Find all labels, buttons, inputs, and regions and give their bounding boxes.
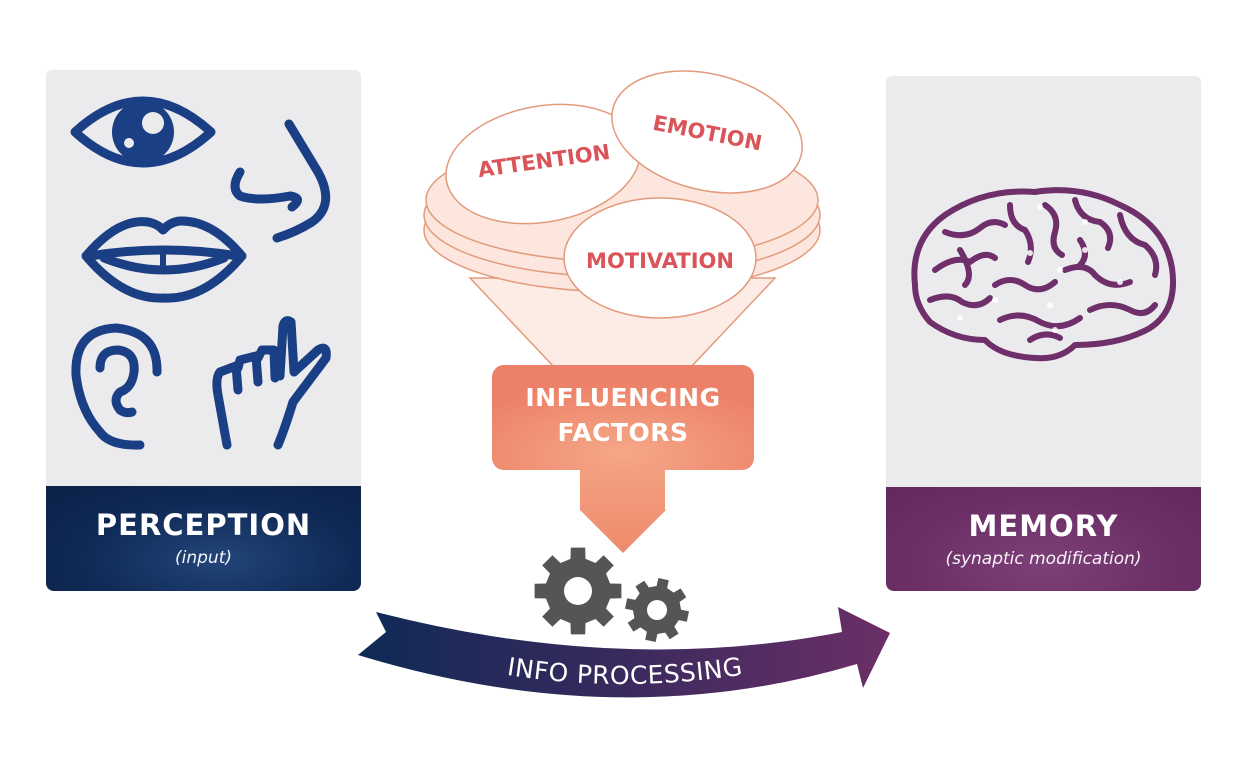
memory-subtitle: (synaptic modification) — [945, 549, 1142, 569]
info-processing-arrow: INFO PROCESSING — [358, 607, 890, 698]
memory-title: MEMORY — [968, 509, 1119, 543]
gear-hole — [564, 577, 592, 605]
factor-attention: ATTENTION — [445, 103, 641, 225]
influencing-factors-line2: FACTORS — [557, 418, 689, 447]
influencing-factors-box — [492, 365, 754, 553]
hand-icon — [212, 316, 331, 450]
influencing-factors-label: INFLUENCING FACTORS — [492, 380, 754, 450]
brain-icon — [911, 187, 1176, 362]
nose-icon — [230, 119, 331, 243]
eye-icon — [70, 96, 216, 168]
perception-title: PERCEPTION — [95, 508, 312, 542]
memory-label: MEMORY (synaptic modification) — [886, 487, 1201, 591]
influencing-factors-line1: INFLUENCING — [525, 383, 721, 412]
perception-subtitle: (input) — [175, 548, 232, 568]
gear-small-icon — [624, 577, 690, 643]
factor-emotion: EMOTION — [611, 70, 803, 194]
gear-large-icon — [534, 547, 622, 635]
ear-icon — [71, 323, 162, 450]
gear-hole — [647, 600, 667, 620]
factor-motivation: MOTIVATION — [563, 197, 757, 319]
funnel: ATTENTION EMOTION MOTIVATION — [423, 70, 821, 369]
factor-motivation-label: MOTIVATION — [586, 249, 734, 273]
lips-icon — [81, 216, 247, 303]
perception-label: PERCEPTION (input) — [46, 486, 361, 591]
